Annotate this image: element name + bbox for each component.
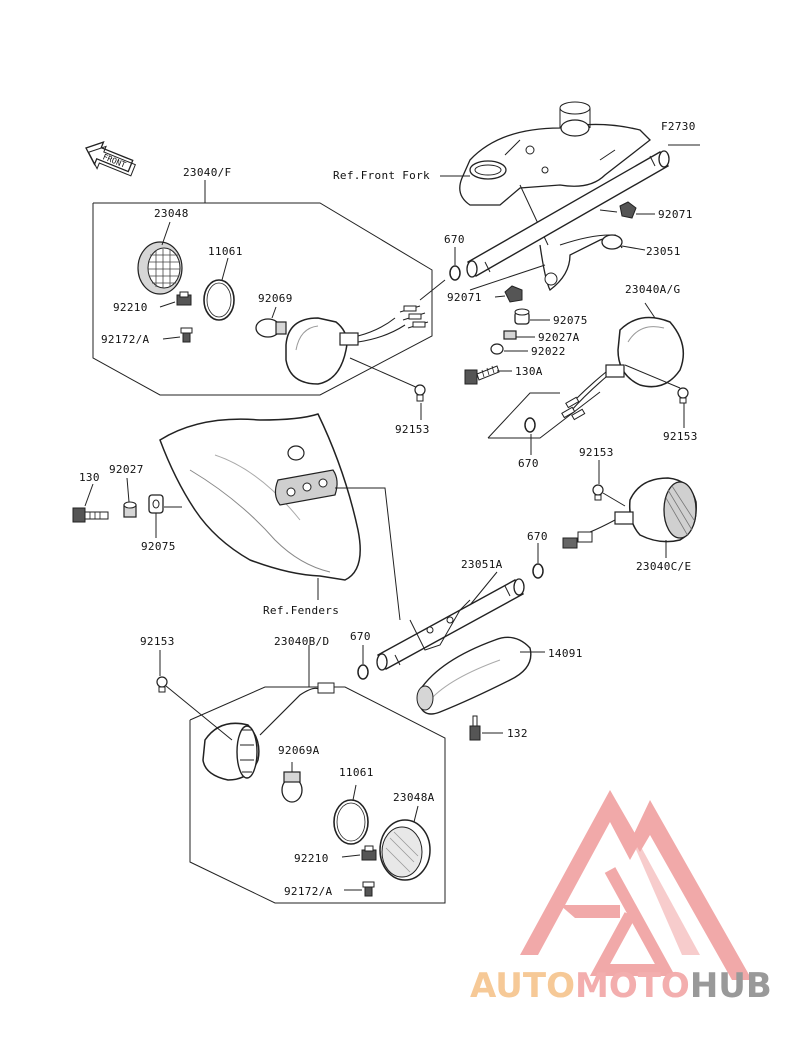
ref-front-fork-label: Ref.Front Fork — [333, 169, 430, 182]
grommet-92075 — [514, 308, 530, 325]
label-670-a: 670 — [444, 233, 465, 246]
ref-fenders-label: Ref.Fenders — [263, 604, 339, 617]
label-23051: 23051 — [646, 245, 681, 258]
label-23040ce: 23040C/E — [636, 560, 691, 573]
label-92075-b: 92075 — [141, 540, 176, 553]
o-ring-670-mid — [532, 563, 544, 579]
label-132: 132 — [507, 727, 528, 740]
lens-23048a — [379, 819, 431, 881]
label-92210: 92210 — [113, 301, 148, 314]
label-130: 130 — [79, 471, 100, 484]
label-92153-a: 92153 — [395, 423, 430, 436]
label-23051a: 23051A — [461, 558, 503, 571]
bulb-92069 — [255, 318, 287, 338]
label-92069a: 92069A — [278, 744, 320, 757]
screw-92172a — [180, 327, 193, 343]
clip-92071-upper — [619, 201, 637, 219]
group-frame-top-left — [92, 202, 433, 396]
screw-92172a-bottom — [362, 881, 375, 897]
label-670-b: 670 — [518, 457, 539, 470]
turn-signal-housing-front-left — [285, 305, 429, 385]
label-92210-b: 92210 — [294, 852, 329, 865]
o-ring-670-lower — [357, 664, 369, 680]
label-23048: 23048 — [154, 207, 189, 220]
label-23048a: 23048A — [393, 791, 435, 804]
label-92153-c: 92153 — [579, 446, 614, 459]
bracket-tube-23051 — [466, 150, 670, 291]
lens-23048 — [137, 241, 183, 295]
screw-92153-lower — [156, 676, 168, 693]
label-92153-d: 92153 — [140, 635, 175, 648]
front-fork-assembly — [459, 101, 651, 206]
o-ring-670-top — [449, 265, 461, 281]
label-92069: 92069 — [258, 292, 293, 305]
bolt-132 — [469, 715, 481, 741]
o-ring-11061-bottom — [333, 799, 369, 845]
label-23040f: 23040/F — [183, 166, 231, 179]
turn-signal-housing-front-right — [561, 316, 685, 421]
turn-signal-housing-rear-right — [562, 477, 697, 549]
collar-92027 — [123, 501, 137, 518]
label-23040bd: 23040B/D — [274, 635, 329, 648]
cover-14091 — [416, 636, 532, 715]
automotohub-logo: AUTOMOTOHUB — [470, 790, 772, 1006]
logo-text-auto: AUTOMOTOHUB — [470, 966, 772, 1006]
bulb-92069a — [281, 771, 303, 803]
group-frame-bottom — [189, 686, 446, 904]
collar-92027a — [503, 330, 517, 340]
label-11061-b: 11061 — [339, 766, 374, 779]
front-arrow-icon: FRONT — [85, 141, 136, 177]
label-92153-b: 92153 — [663, 430, 698, 443]
label-92172a: 92172/A — [101, 333, 150, 346]
label-92027a: 92027A — [538, 331, 580, 344]
label-23040ag: 23040A/G — [625, 283, 680, 296]
bracket-tube-23051a — [376, 578, 525, 671]
screw-92153-mid — [592, 484, 604, 501]
clip-92071-lower — [504, 285, 523, 303]
label-92022: 92022 — [531, 345, 566, 358]
label-11061: 11061 — [208, 245, 243, 258]
bolt-130a — [464, 365, 500, 385]
label-92075-a: 92075 — [553, 314, 588, 327]
bolt-130 — [72, 507, 109, 523]
label-92027: 92027 — [109, 463, 144, 476]
label-92172a-b: 92172/A — [284, 885, 333, 898]
label-92071-a: 92071 — [658, 208, 693, 221]
screw-92153-top — [414, 384, 426, 402]
label-92071-b: 92071 — [447, 291, 482, 304]
nut-92210-bottom — [361, 845, 377, 861]
o-ring-670-right — [524, 417, 536, 433]
figure-code: F2730 — [661, 120, 696, 133]
front-fender — [159, 413, 361, 581]
turn-signal-housing-rear-left — [202, 682, 335, 781]
o-ring-11061 — [203, 279, 235, 321]
label-14091: 14091 — [548, 647, 583, 660]
grommet-92075-left — [148, 494, 164, 514]
nut-92210 — [176, 291, 192, 306]
washer-92022 — [490, 343, 504, 355]
screw-92153-right — [677, 387, 689, 404]
label-130a: 130A — [515, 365, 543, 378]
label-670-d: 670 — [350, 630, 371, 643]
label-670-c: 670 — [527, 530, 548, 543]
